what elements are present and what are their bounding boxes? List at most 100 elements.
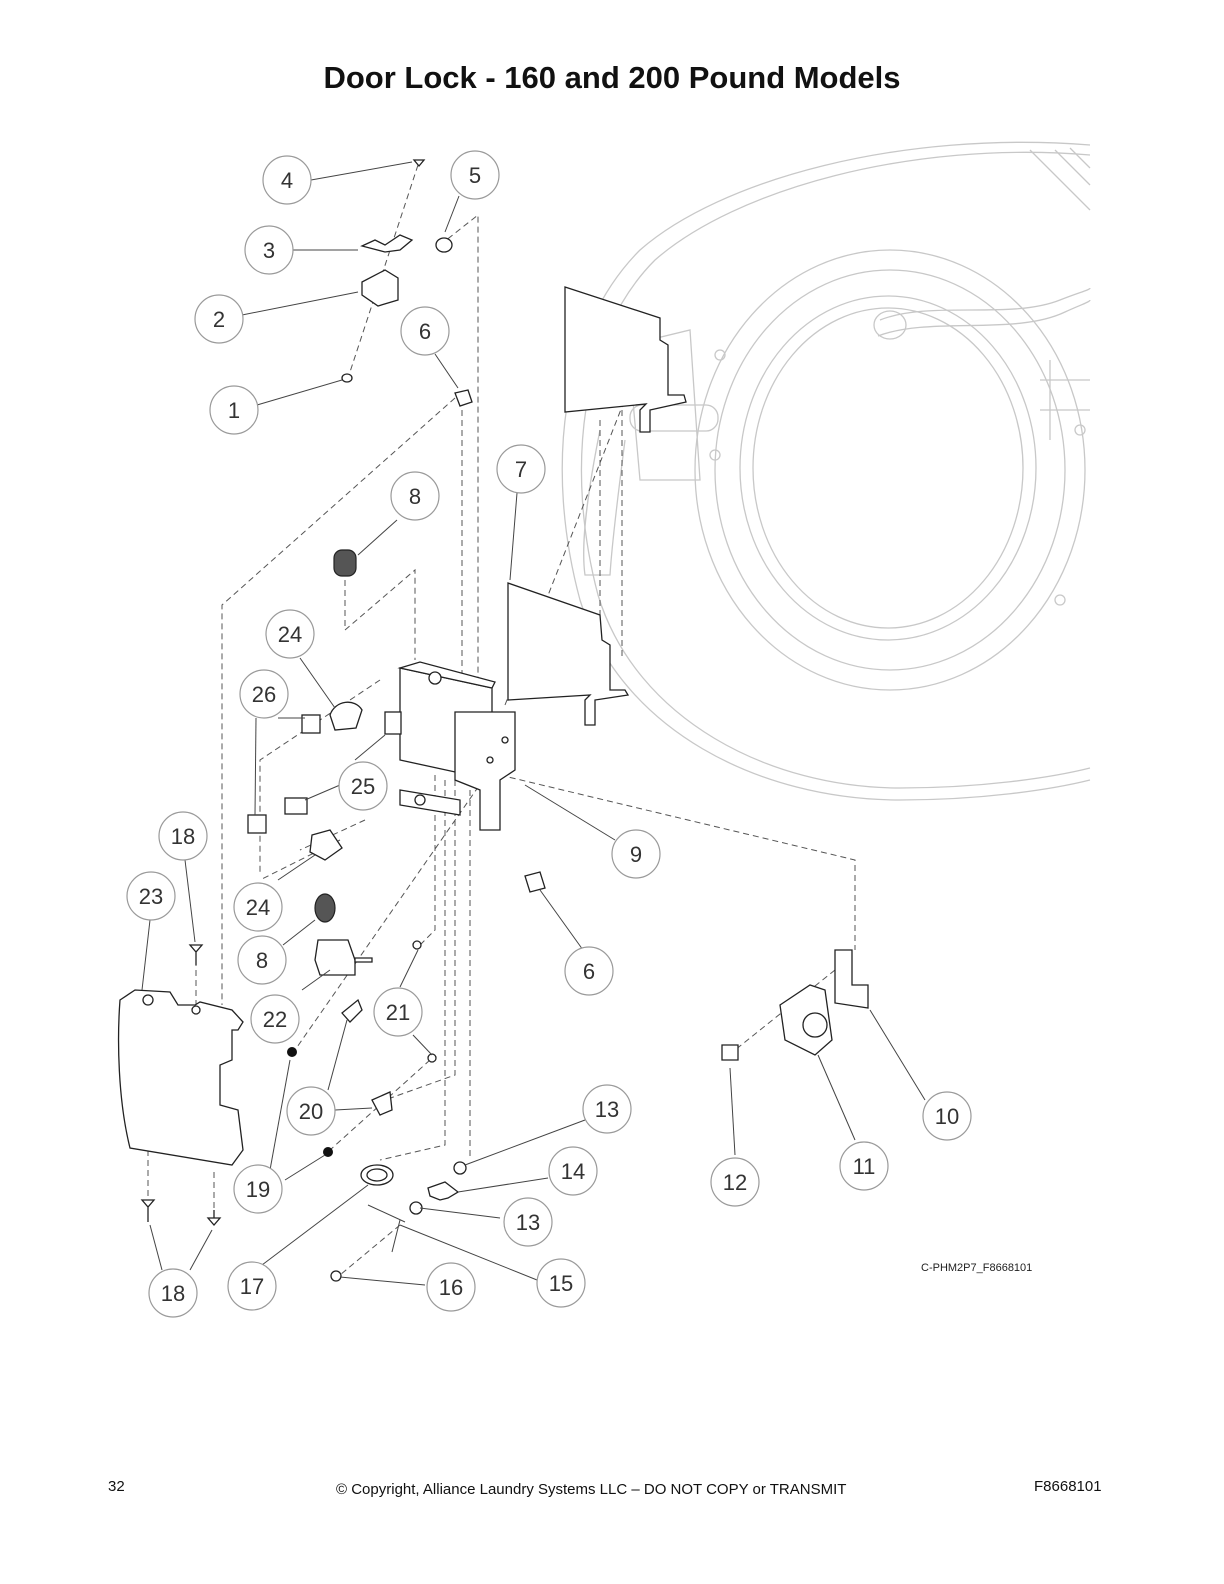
clip-part-6-top	[454, 389, 473, 407]
svg-text:1: 1	[228, 398, 240, 423]
callout-6-top: 6	[400, 306, 450, 356]
drawing-reference: C-PHM2P7_F8668101	[921, 1262, 1033, 1274]
clip-part-6-lower	[524, 871, 546, 893]
copyright-notice: © Copyright, Alliance Laundry Systems LL…	[336, 1481, 847, 1498]
svg-text:6: 6	[419, 319, 431, 344]
bracket-part-2	[361, 269, 399, 307]
panel-part-7	[507, 582, 630, 726]
screw-part-18-top	[188, 944, 204, 965]
callout-4: 4	[262, 155, 312, 205]
ball-part-19-a	[287, 1047, 297, 1057]
svg-text:17: 17	[240, 1274, 264, 1299]
callout-15: 15	[536, 1258, 586, 1308]
nut-part-16	[330, 1270, 342, 1282]
callout-8-top: 8	[390, 471, 440, 521]
callout-22: 22	[250, 994, 300, 1044]
callout-16: 16	[426, 1262, 476, 1312]
callout-1: 1	[209, 385, 259, 435]
document-number: F8668101	[1034, 1478, 1102, 1495]
callout-17: 17	[227, 1261, 277, 1311]
callout-5: 5	[450, 150, 500, 200]
assembly-lines	[147, 164, 856, 1276]
callout-12: 12	[710, 1157, 760, 1207]
callout-20: 20	[286, 1086, 336, 1136]
solenoid-part-22	[314, 939, 356, 976]
svg-text:13: 13	[595, 1097, 619, 1122]
svg-text:24: 24	[246, 895, 270, 920]
page-number: 32	[108, 1478, 125, 1495]
svg-text:16: 16	[439, 1275, 463, 1300]
svg-text:7: 7	[515, 457, 527, 482]
svg-text:3: 3	[263, 238, 275, 263]
screw-part-18-right	[206, 1210, 222, 1226]
svg-text:12: 12	[723, 1170, 747, 1195]
svg-text:22: 22	[263, 1007, 287, 1032]
callout-14: 14	[548, 1146, 598, 1196]
bracket-part-9-bottom	[399, 789, 461, 816]
callout-13-lower: 13	[503, 1197, 553, 1247]
svg-text:8: 8	[256, 948, 268, 973]
callout-6-lower: 6	[564, 946, 614, 996]
svg-text:13: 13	[516, 1210, 540, 1235]
screw-part-4	[412, 159, 426, 168]
switch-part-25-bottom	[284, 797, 308, 815]
light-part-8-lower	[314, 893, 336, 923]
callouts: 4 5 3 2 6 1 7 8 24 26 25 18 9 23 24 8 6 …	[126, 150, 972, 1318]
svg-text:10: 10	[935, 1104, 959, 1129]
svg-text:20: 20	[299, 1099, 323, 1124]
machine-door-background	[561, 141, 1091, 801]
bracket-part-9-front	[454, 711, 516, 831]
switch-part-20-b	[371, 1091, 393, 1116]
svg-text:6: 6	[583, 959, 595, 984]
svg-text:25: 25	[351, 774, 375, 799]
callout-leaders	[141, 161, 926, 1286]
switch-part-24-bottom	[309, 829, 343, 861]
callout-7: 7	[496, 444, 546, 494]
svg-text:15: 15	[549, 1271, 573, 1296]
callout-23: 23	[126, 871, 176, 921]
callout-19: 19	[233, 1164, 283, 1214]
svg-text:21: 21	[386, 1000, 410, 1025]
light-part-8-top	[333, 549, 357, 577]
callout-10: 10	[922, 1091, 972, 1141]
bracket-part-14	[427, 1181, 460, 1201]
cover-part-23	[117, 989, 244, 1166]
svg-text:9: 9	[630, 842, 642, 867]
svg-text:4: 4	[281, 168, 293, 193]
callout-3: 3	[244, 225, 294, 275]
svg-text:24: 24	[278, 622, 302, 647]
callout-24-lower: 24	[233, 882, 283, 932]
callout-18-bottom: 18	[148, 1268, 198, 1318]
bracket-part-10	[834, 949, 869, 1009]
page-title: Door Lock - 160 and 200 Pound Models	[323, 60, 901, 95]
nut-part-21-b	[427, 1053, 437, 1063]
svg-text:23: 23	[139, 884, 163, 909]
bracket-part-9-top	[397, 661, 496, 689]
screw-part-18-left	[140, 1199, 156, 1222]
svg-text:18: 18	[161, 1281, 185, 1306]
part-shapes	[117, 159, 869, 1282]
grommet-part-5	[435, 237, 453, 253]
panel-part-7-installed	[564, 286, 687, 433]
svg-text:11: 11	[853, 1154, 876, 1179]
ball-part-19-b	[323, 1147, 333, 1157]
switch-part-26-bottom	[247, 814, 267, 834]
svg-text:2: 2	[213, 307, 225, 332]
callout-2: 2	[194, 294, 244, 344]
callout-8-lower: 8	[237, 935, 287, 985]
wire-part-3	[360, 234, 414, 253]
spring-part-15	[367, 1204, 406, 1253]
callout-21: 21	[373, 987, 423, 1037]
callout-26: 26	[239, 669, 289, 719]
svg-text:8: 8	[409, 484, 421, 509]
nut-part-21-a	[412, 940, 422, 950]
nut-part-1	[341, 373, 353, 383]
svg-text:19: 19	[246, 1177, 270, 1202]
screw-part-12	[721, 1044, 739, 1061]
svg-text:18: 18	[171, 824, 195, 849]
switch-part-26-top	[301, 714, 321, 734]
svg-text:26: 26	[252, 682, 276, 707]
svg-text:5: 5	[469, 163, 481, 188]
callout-18-top: 18	[158, 811, 208, 861]
